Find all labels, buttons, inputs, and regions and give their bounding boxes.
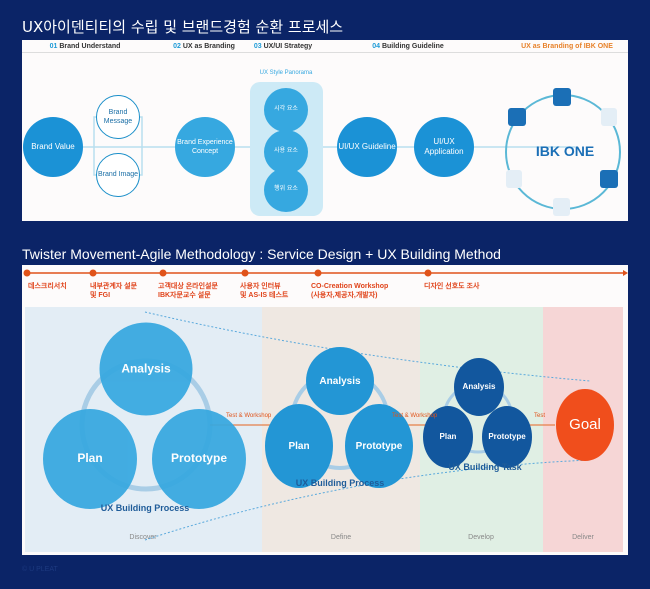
goal-node: Goal: [556, 389, 614, 461]
timeline-item: 사용자 인터뷰 및 AS-IS 테스트: [240, 283, 289, 299]
cycle1-plan: Plan: [43, 409, 137, 509]
cycle3-analysis: Analysis: [454, 358, 504, 416]
timeline-item: 데스크리서치: [28, 283, 67, 290]
section-title-1: UX아이덴티티의 수립 및 브랜드경험 순환 프로세스: [22, 18, 344, 36]
timeline-item: CO-Creation Workshop (사용자,제공자,개발자): [311, 283, 389, 299]
step-4: 04 Building Guideline: [372, 43, 444, 50]
cycle3-label: UX Building Task: [448, 462, 522, 472]
node-brand-value: Brand Value: [23, 117, 83, 177]
panorama-title: UX Style Panorama: [259, 70, 313, 76]
app-icon: [600, 170, 618, 188]
cycle1-analysis: Analysis: [99, 322, 193, 416]
arrow-label: Test: [534, 413, 546, 419]
node-guideline: UI/UX Guideline: [337, 117, 397, 177]
app-icon: [553, 198, 570, 216]
app-icon: [553, 88, 571, 106]
node-application: UI/UX Application: [414, 117, 474, 177]
cycle2-plan: Plan: [265, 404, 333, 488]
phase-label: Define: [330, 534, 352, 541]
panorama-usage: 사용 요소: [264, 130, 308, 174]
step-1: 01 Brand Understand: [49, 43, 121, 50]
timeline-item: 고객대상 온라인설문 IBK자문교수 설문: [158, 283, 218, 299]
app-icon: [506, 170, 522, 188]
phase-label: Develop: [468, 534, 494, 541]
timeline-item: 내부관계자 설문 및 FGI: [90, 283, 138, 299]
phase-label: Deliver: [572, 534, 594, 541]
cycle1-prototype: Prototype: [152, 409, 246, 509]
app-icon: [508, 108, 526, 126]
cycle2-analysis: Analysis: [306, 347, 374, 415]
node-brand-message: Brand Message: [96, 95, 140, 139]
cycle2-prototype: Prototype: [345, 404, 413, 488]
node-brand-experience: Brand Experience Concept: [175, 117, 235, 177]
step-ibk: UX as Branding of IBK ONE: [521, 43, 613, 50]
arrow-label: Test & Workshop: [226, 413, 272, 419]
cycle2-label: UX Building Process: [295, 478, 385, 488]
node-brand-image: Brand Image: [96, 153, 140, 197]
step-2: 02 UX as Branding: [173, 43, 235, 50]
section-title-2: Twister Movement-Agile Methodology : Ser…: [22, 246, 501, 262]
app-icon: [601, 108, 617, 126]
panorama-behavior: 행위 요소: [264, 168, 308, 212]
ibk-one-logo: IBK ONE: [535, 143, 595, 159]
cycle1-label: UX Building Process: [100, 503, 190, 513]
phase-label: Discover: [129, 534, 157, 541]
timeline-item: 디자인 선호도 조사: [424, 283, 480, 290]
step-3: 03 UX/UI Strategy: [253, 43, 313, 50]
cycle3-prototype: Prototype: [482, 406, 532, 468]
panorama-visual: 시각 요소: [264, 88, 308, 132]
arrow-label: Test & Workshop: [392, 413, 438, 419]
copyright: © U PLEAT: [22, 566, 58, 573]
cycle3-plan: Plan: [423, 406, 473, 468]
